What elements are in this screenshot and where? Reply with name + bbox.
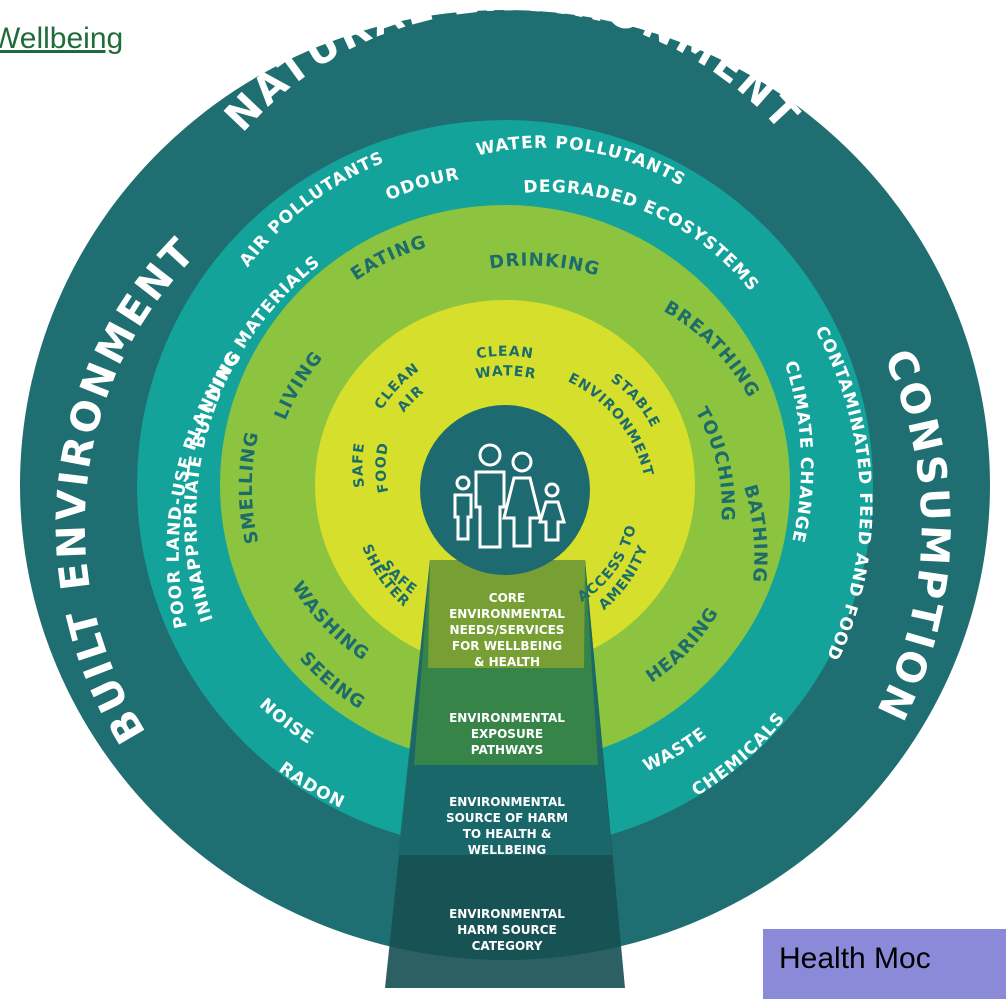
label-clean-water-line2: WATER bbox=[474, 363, 537, 382]
wedge-exposure-line: EXPOSURE bbox=[471, 727, 543, 741]
wedge-category-line: CATEGORY bbox=[472, 939, 543, 953]
wedge-core bbox=[428, 560, 585, 668]
wedge-core-line: NEEDS/SERVICES bbox=[450, 623, 565, 637]
wedge-core-line: & HEALTH bbox=[474, 655, 540, 669]
wedge-core-line: FOR WELLBEING bbox=[452, 639, 562, 653]
wedge-source-line: SOURCE OF HARM bbox=[446, 811, 568, 825]
wedge-source-line: ENVIRONMENTAL bbox=[449, 795, 565, 809]
wedge-source-line: TO HEALTH & bbox=[463, 827, 552, 841]
wedge-core-line: ENVIRONMENTAL bbox=[449, 607, 565, 621]
health-model-box: Health Moc bbox=[763, 929, 1006, 999]
wedge-exposure-line: PATHWAYS bbox=[471, 743, 543, 757]
label-clean-water-line1: CLEAN bbox=[475, 344, 535, 363]
wellbeing-link[interactable]: Wellbeing bbox=[0, 22, 124, 55]
family-icon bbox=[453, 443, 567, 549]
wedge-core-line: CORE bbox=[489, 591, 525, 605]
wedge-exposure-line: ENVIRONMENTAL bbox=[449, 711, 565, 725]
wedge-category-line: HARM SOURCE bbox=[457, 923, 557, 937]
wedge-source-line: WELLBEING bbox=[468, 843, 546, 857]
wedge-category-line: ENVIRONMENTAL bbox=[449, 907, 565, 921]
label-safe-food-line1: SAFE bbox=[350, 441, 368, 488]
